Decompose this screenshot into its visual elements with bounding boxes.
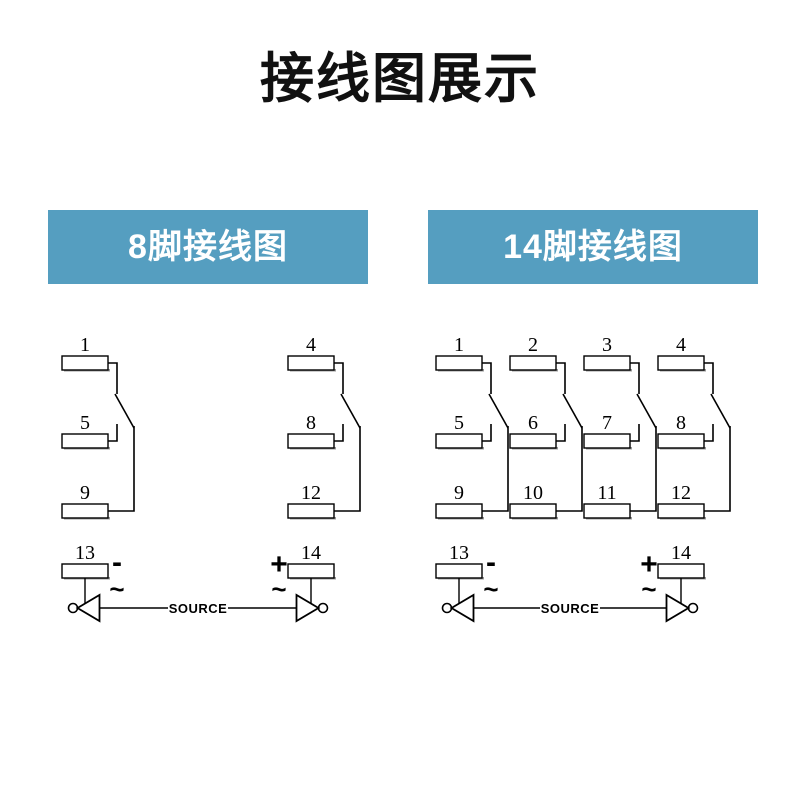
- polarity-negative: -: [486, 546, 496, 579]
- source-label: SOURCE: [169, 601, 228, 616]
- terminal-pin-2-label: 2: [528, 334, 538, 356]
- terminal-pin-4[interactable]: [287, 355, 335, 371]
- wire-nc-6: [556, 424, 566, 442]
- switch-arm-4[interactable]: [340, 393, 361, 429]
- terminal-pin-9[interactable]: [61, 503, 109, 519]
- terminal-pin-8-label: 8: [676, 412, 686, 434]
- ac-symbol-right: ~: [641, 574, 656, 604]
- terminal-pin-9[interactable]: [435, 503, 483, 519]
- contact-group-1: 1 5 9: [61, 334, 135, 520]
- contact-group-4: 4 8 12: [657, 334, 731, 520]
- terminal-pin-7[interactable]: [583, 433, 631, 449]
- switch-arm-4[interactable]: [710, 393, 731, 429]
- terminal-pin-13-label: 13: [449, 542, 469, 564]
- terminal-pin-7-label: 7: [602, 412, 612, 434]
- terminal-pin-3-label: 3: [602, 334, 612, 356]
- wire-common-1: [108, 362, 118, 394]
- terminal-pin-11[interactable]: [583, 503, 631, 519]
- wire-nc-7: [630, 424, 640, 442]
- source-label: SOURCE: [541, 601, 600, 616]
- switch-arm-2[interactable]: [562, 393, 583, 429]
- terminal-pin-4-label: 4: [676, 334, 686, 356]
- wire-common-3: [630, 362, 640, 394]
- switch-arm-3[interactable]: [636, 393, 657, 429]
- wire-common-4: [704, 362, 714, 394]
- source-arrow-left-icon: [75, 593, 101, 623]
- contact-group-4: 4 8 12: [287, 334, 361, 520]
- terminal-pin-1[interactable]: [435, 355, 483, 371]
- terminal-pin-1-label: 1: [454, 334, 464, 356]
- ac-symbol-left: ~: [483, 574, 498, 604]
- terminal-pin-10[interactable]: [509, 503, 557, 519]
- terminal-pin-5[interactable]: [61, 433, 109, 449]
- wire-no-12: [704, 426, 731, 512]
- wire-common-2: [556, 362, 566, 394]
- contact-group-3: 3 7 11: [583, 334, 657, 520]
- terminal-pin-13-label: 13: [75, 542, 95, 564]
- wire-common-1: [482, 362, 492, 394]
- contact-group-1: 1 5 9: [435, 334, 509, 520]
- terminal-pin-14[interactable]: [657, 563, 705, 579]
- switch-arm-1[interactable]: [488, 393, 509, 429]
- source-arrow-right-icon: [295, 593, 321, 623]
- page-title: 接线图展示: [260, 49, 540, 109]
- terminal-pin-14-label: 14: [301, 542, 321, 564]
- terminal-pin-10-label: 10: [523, 482, 543, 504]
- terminal-pin-14-label: 14: [671, 542, 691, 564]
- wire-no-11: [630, 426, 657, 512]
- terminal-pin-8[interactable]: [287, 433, 335, 449]
- polarity-positive: +: [640, 548, 658, 581]
- terminal-pin-4[interactable]: [657, 355, 705, 371]
- wire-nc-5: [482, 424, 492, 442]
- terminal-pin-8[interactable]: [657, 433, 705, 449]
- terminal-pin-1-label: 1: [80, 334, 90, 356]
- terminal-pin-6-label: 6: [528, 412, 538, 434]
- contact-group-2: 2 6 10: [509, 334, 583, 520]
- source-arrow-left-icon: [449, 593, 475, 623]
- polarity-positive: +: [270, 548, 288, 581]
- source-arrow-right-icon: [665, 593, 691, 623]
- terminal-pin-14[interactable]: [287, 563, 335, 579]
- terminal-pin-12[interactable]: [287, 503, 335, 519]
- terminal-pin-12[interactable]: [657, 503, 705, 519]
- terminal-pin-4-label: 4: [306, 334, 316, 356]
- wire-no-9: [108, 426, 135, 512]
- wire-common-4: [334, 362, 344, 394]
- terminal-pin-9-label: 9: [80, 482, 90, 504]
- terminal-pin-8-label: 8: [306, 412, 316, 434]
- terminal-pin-6[interactable]: [509, 433, 557, 449]
- section-header-14-pin: 14脚接线图: [428, 210, 758, 284]
- wire-nc-5: [108, 424, 118, 442]
- ac-symbol-left: ~: [109, 574, 124, 604]
- switch-arm-1[interactable]: [114, 393, 135, 429]
- terminal-pin-12-label: 12: [301, 482, 321, 504]
- wire-nc-8: [334, 424, 344, 442]
- wire-no-12: [334, 426, 361, 512]
- wire-nc-8: [704, 424, 714, 442]
- wire-no-9: [482, 426, 509, 512]
- terminal-pin-2[interactable]: [509, 355, 557, 371]
- section-header-8-pin: 8脚接线图: [48, 210, 368, 284]
- terminal-pin-13[interactable]: [435, 563, 483, 579]
- wire-no-10: [556, 426, 583, 512]
- terminal-pin-1[interactable]: [61, 355, 109, 371]
- polarity-negative: -: [112, 546, 122, 579]
- terminal-pin-12-label: 12: [671, 482, 691, 504]
- terminal-pin-5-label: 5: [454, 412, 464, 434]
- ac-symbol-right: ~: [271, 574, 286, 604]
- terminal-pin-9-label: 9: [454, 482, 464, 504]
- terminal-pin-5-label: 5: [80, 412, 90, 434]
- terminal-pin-3[interactable]: [583, 355, 631, 371]
- terminal-pin-11-label: 11: [597, 482, 616, 504]
- terminal-pin-5[interactable]: [435, 433, 483, 449]
- terminal-pin-13[interactable]: [61, 563, 109, 579]
